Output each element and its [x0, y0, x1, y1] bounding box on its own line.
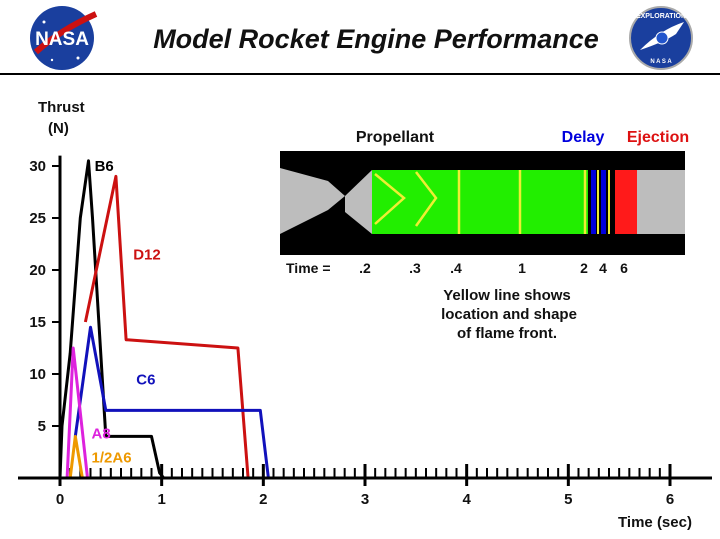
x-axis-label: Time (sec) — [618, 514, 692, 531]
casing-end — [637, 170, 685, 234]
y-tick-label: 20 — [29, 262, 46, 279]
ejection-label: Ejection — [627, 129, 689, 146]
y-tick-label: 10 — [29, 366, 46, 383]
time-tick-label: 2 — [580, 260, 588, 276]
exploration-logo-text: EXPLORATION — [636, 13, 686, 20]
caption-line: Yellow line shows — [443, 287, 571, 304]
series-label: B6 — [95, 158, 114, 175]
nasa-logo-text: NASA — [35, 29, 89, 50]
y-tick-label: 30 — [29, 158, 46, 175]
x-tick-label: 3 — [361, 491, 369, 508]
delay-label: Delay — [562, 129, 605, 146]
exploration-logo-subtext: N A S A — [650, 59, 672, 65]
thrust-chart: Thrust (N) Time (sec) 0 1 2 3 4 5 6 5 10 15 20 25 3… — [18, 99, 712, 531]
x-ticks: 0 1 2 3 4 5 6 — [56, 464, 674, 508]
time-tick-label: .4 — [450, 260, 462, 276]
y-axis-label-line2: (N) — [48, 120, 69, 137]
series-label: C6 — [136, 371, 155, 388]
delay-band — [591, 170, 596, 234]
y-ticks: 5 10 15 20 25 30 — [29, 158, 60, 435]
time-tick-label: 6 — [620, 260, 628, 276]
nozzle — [280, 168, 345, 234]
series-label: 1/2A6 — [92, 449, 132, 466]
series-line-1-2a6 — [68, 434, 84, 479]
flame-fronts — [374, 170, 587, 234]
series-label: D12 — [133, 247, 161, 264]
caption-line: location and shape — [441, 306, 577, 323]
x-tick-label: 1 — [157, 491, 165, 508]
engine-diagram: Propellant Delay Ejection Time = .2 .3 .4 1… — [280, 129, 689, 342]
time-tick-label: .2 — [359, 260, 371, 276]
time-prefix: Time = — [286, 260, 331, 276]
propellant-grain — [372, 170, 588, 234]
series-line-b6 — [58, 159, 681, 480]
page-title: Model Rocket Engine Performance — [153, 24, 599, 54]
series-line-c6 — [73, 325, 681, 480]
x-tick-label: 0 — [56, 491, 64, 508]
propellant-label: Propellant — [356, 129, 435, 146]
y-axis-label-line1: Thrust — [38, 99, 85, 116]
x-tick-label: 4 — [462, 491, 471, 508]
series-line-a8 — [65, 346, 89, 479]
axes — [18, 155, 712, 480]
y-tick-label: 25 — [29, 210, 46, 227]
x-tick-label: 5 — [564, 491, 572, 508]
x-tick-label: 6 — [666, 491, 674, 508]
flame-front — [374, 173, 406, 225]
time-tick-label: 1 — [518, 260, 526, 276]
delay-band — [601, 170, 606, 234]
y-tick-label: 15 — [29, 314, 46, 331]
series-line-d12 — [83, 174, 250, 479]
nasa-logo: NASA — [30, 6, 98, 70]
y-tick-label: 5 — [38, 418, 46, 435]
ejection-charge — [615, 170, 637, 234]
series-label: A8 — [92, 425, 111, 442]
header: NASA Model Rocket Engine Performance EXP… — [0, 6, 720, 75]
caption-line: of flame front. — [457, 325, 557, 342]
x-tick-label: 2 — [259, 491, 267, 508]
exploration-logo: EXPLORATION N A S A — [629, 6, 693, 70]
time-tick-label: 4 — [599, 260, 607, 276]
flame-front — [414, 171, 438, 227]
nozzle-throat — [345, 170, 372, 234]
time-tick-label: .3 — [409, 260, 421, 276]
